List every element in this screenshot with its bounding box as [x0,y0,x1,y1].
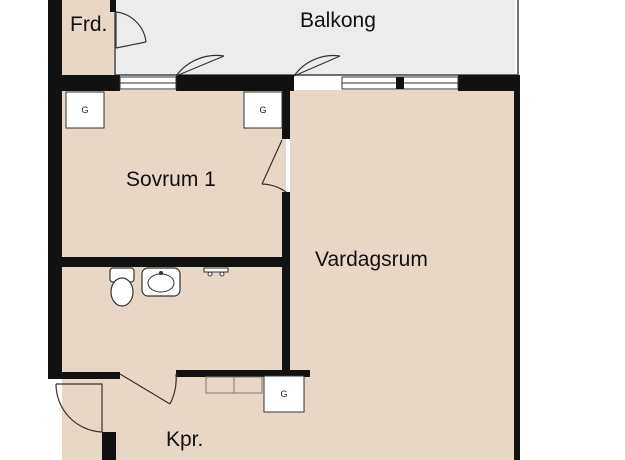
wall-left-bottom [102,432,116,460]
door-sovrum [261,139,287,193]
closet-kpr: G [263,375,305,413]
wall-bath-kpr-1 [48,372,120,379]
wall-top-segment-1 [48,75,120,91]
door-frd [115,11,147,49]
sink-bowl [147,273,175,293]
door-balcony-2 [293,54,341,77]
sink-tap [159,271,163,275]
balcony-floor [115,0,515,75]
wall-sovrum-bath [48,257,290,267]
wall-bath-kpr-2 [176,370,310,377]
wall-top-segment-3 [232,75,294,91]
wall-frd-right [110,0,116,12]
door-bathroom [119,373,177,405]
closet-marker-2: G [259,105,266,115]
window-2-divider [396,77,404,89]
vardagsrum-floor [290,90,518,460]
closet-sovrum-left: G [65,91,105,129]
kpr-floor [62,374,290,460]
wall-top-segment-4 [458,75,520,91]
room-label-kpr: Kpr. [166,428,203,451]
toilet-bowl [110,277,134,307]
wall-right-vertical [514,75,520,460]
wall-left-top [48,0,62,378]
closet-marker-3: G [280,389,287,399]
room-label-vardagsrum: Vardagsrum [315,248,428,271]
room-label-frd: Frd. [70,13,107,36]
door-entrance [55,383,103,433]
wall-interior-lower [282,192,290,370]
room-label-balkong: Balkong [300,9,376,32]
wall-top-segment-2 [176,75,232,91]
balcony-railing [114,0,519,76]
closet-sovrum-right: G [243,91,283,129]
door-balcony-1 [175,54,225,77]
shower-fixture [203,267,229,277]
closet-marker-1: G [81,105,88,115]
wall-interior-upper [282,91,290,139]
room-label-sovrum: Sovrum 1 [126,168,216,191]
frd-floor [62,0,114,75]
